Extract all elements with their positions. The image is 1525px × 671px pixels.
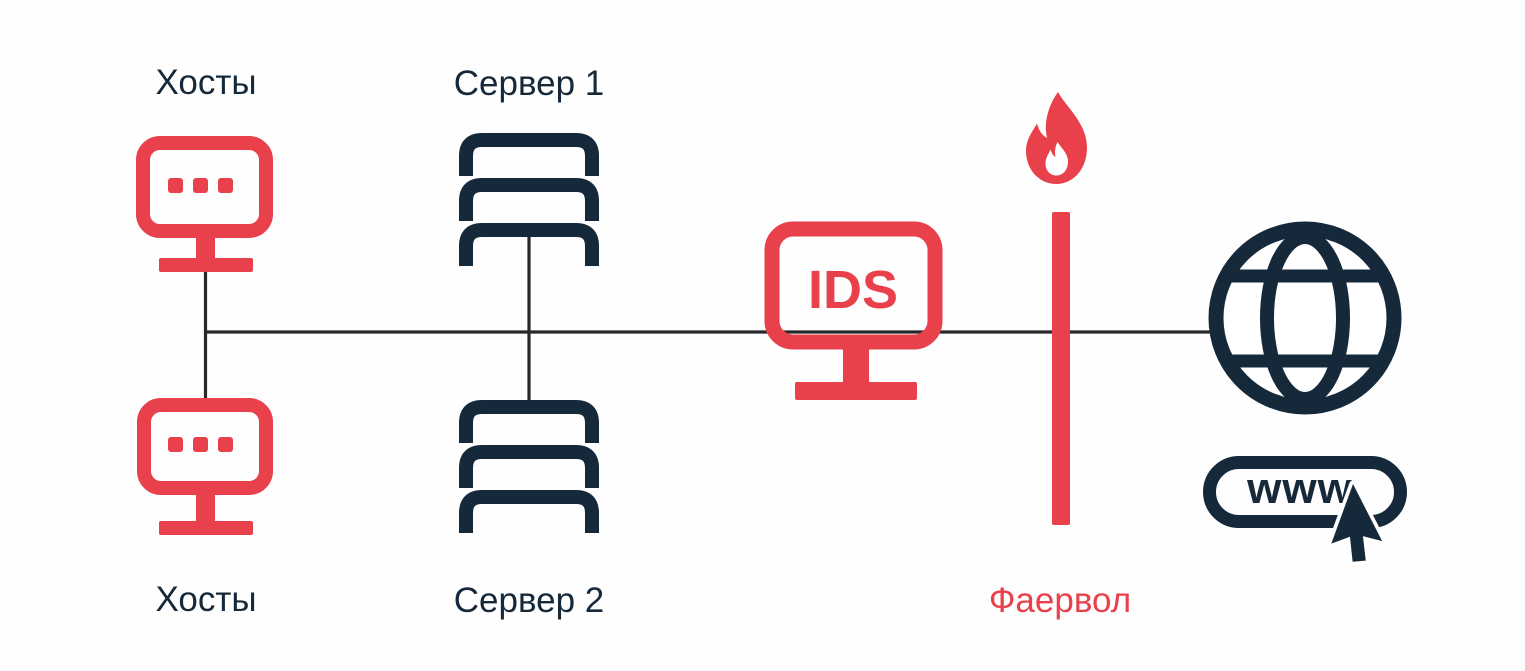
node-firewall: Фаервол xyxy=(989,92,1131,620)
server-shelf xyxy=(459,178,599,221)
monitor-stand xyxy=(196,230,215,264)
flame-icon xyxy=(1026,92,1087,184)
server-shelf xyxy=(459,223,599,266)
node-ids: IDS xyxy=(764,221,943,400)
firewall-bar xyxy=(1052,212,1070,525)
dot-icon xyxy=(193,178,208,193)
monitor-screen xyxy=(137,398,273,495)
www-pill xyxy=(1203,456,1407,528)
node-server1: Сервер 1 xyxy=(454,64,605,266)
monitor-base xyxy=(159,258,253,272)
server1-label: Сервер 1 xyxy=(454,64,605,103)
monitor-dots-icon xyxy=(136,136,273,272)
dot-icon xyxy=(168,437,183,452)
node-hosts-top: Хосты xyxy=(136,63,273,272)
flame-inner xyxy=(1045,142,1068,176)
node-internet: www xyxy=(1203,221,1407,566)
monitor-base xyxy=(795,382,917,400)
globe-ring xyxy=(1208,221,1402,415)
www-badge: www xyxy=(1203,456,1407,566)
globe-icon xyxy=(1208,221,1402,415)
node-server2: Сервер 2 xyxy=(454,400,605,620)
server2-label: Сервер 2 xyxy=(454,581,605,620)
server-shelf xyxy=(459,133,599,176)
server-shelf xyxy=(459,445,599,488)
cursor-arrow xyxy=(1331,484,1383,562)
node-hosts-bottom: Хосты xyxy=(137,398,273,619)
connection-lines xyxy=(203,236,1213,403)
dot-icon xyxy=(193,437,208,452)
globe-meridian xyxy=(1260,230,1350,406)
dot-icon xyxy=(168,178,183,193)
dot-icon xyxy=(218,178,233,193)
server-stack-icon xyxy=(459,133,599,266)
cursor-icon xyxy=(1327,480,1386,566)
firewall-label: Фаервол xyxy=(989,581,1131,620)
server-stack-icon xyxy=(459,400,599,533)
server-shelf xyxy=(459,400,599,443)
monitor-icon: IDS xyxy=(764,221,943,400)
monitor-screen xyxy=(136,136,273,238)
hosts-bottom-label: Хосты xyxy=(155,580,256,619)
hosts-top-label: Хосты xyxy=(155,63,256,102)
monitor-base xyxy=(159,521,253,535)
monitor-stand xyxy=(196,487,215,525)
dot-icon xyxy=(218,437,233,452)
server-shelf xyxy=(459,490,599,533)
flame-outer xyxy=(1026,92,1087,184)
ids-screen-text: IDS xyxy=(808,260,898,320)
www-text: www xyxy=(1246,464,1353,513)
monitor-screen xyxy=(764,221,943,350)
monitor-dots-icon xyxy=(137,398,273,535)
